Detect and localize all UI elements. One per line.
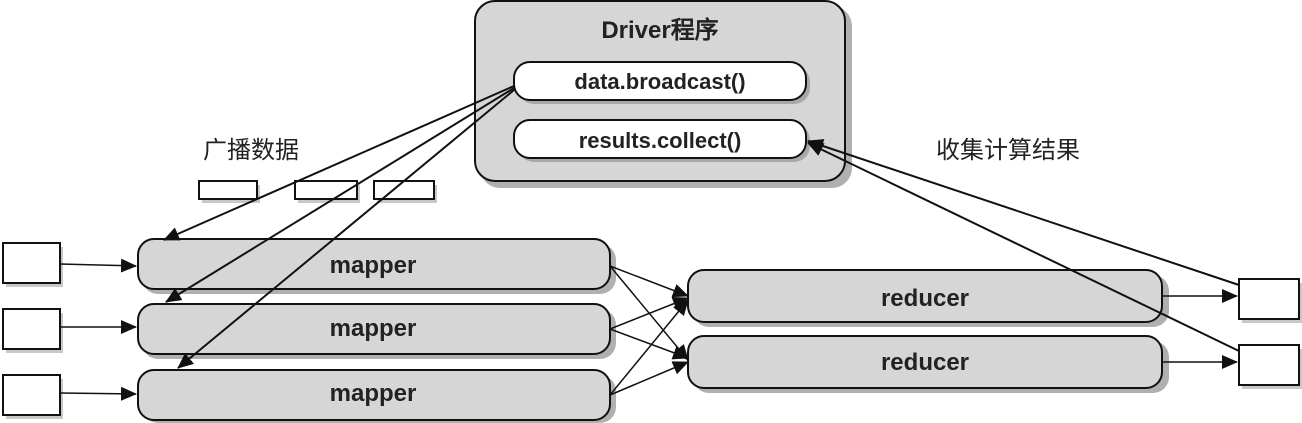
output-blocks	[1238, 278, 1302, 389]
arrow	[609, 328, 689, 360]
arrow	[165, 87, 515, 303]
arrow	[609, 265, 689, 298]
arrow	[59, 258, 137, 273]
data-block	[198, 180, 258, 200]
driver-program: Driver程序 data.broadcast() results.collec…	[474, 0, 852, 188]
output-block	[1238, 278, 1300, 320]
reducer-label: reducer	[881, 349, 969, 376]
arrow	[807, 139, 1240, 286]
shuffle-arrows	[609, 265, 689, 396]
input-block	[2, 308, 61, 350]
reducer-node: reducer	[687, 335, 1169, 393]
reducer-node: reducer	[687, 269, 1169, 327]
output-arrows	[1162, 289, 1238, 369]
arrow	[807, 142, 1240, 352]
arrow	[177, 89, 515, 369]
arrow	[609, 361, 689, 396]
output-block	[1238, 344, 1300, 386]
input-block	[2, 374, 61, 416]
driver-title: Driver程序	[601, 16, 718, 44]
input-block	[2, 242, 61, 284]
broadcast-label: 广播数据	[203, 136, 299, 164]
mapper-label: mapper	[330, 380, 417, 407]
reducer-label: reducer	[881, 285, 969, 312]
broadcast-call-label: data.broadcast()	[574, 69, 745, 94]
mapper-label: mapper	[330, 315, 417, 342]
broadcast-arrows	[163, 85, 515, 369]
collect-label: 收集计算结果	[936, 136, 1080, 164]
arrow	[59, 386, 137, 401]
collect-call: results.collect()	[513, 119, 810, 162]
collect-call-label: results.collect()	[579, 128, 742, 153]
input-blocks	[2, 242, 63, 419]
data-block	[373, 180, 435, 200]
mapper-node: mapper	[137, 238, 616, 294]
broadcast-call: data.broadcast()	[513, 61, 810, 104]
input-arrows	[59, 258, 137, 401]
arrow	[163, 85, 515, 241]
mapper-node: mapper	[137, 369, 616, 423]
mapper-node: mapper	[137, 303, 616, 359]
arrow	[609, 299, 689, 396]
mapper-label: mapper	[330, 252, 417, 279]
collect-arrows	[807, 139, 1240, 352]
